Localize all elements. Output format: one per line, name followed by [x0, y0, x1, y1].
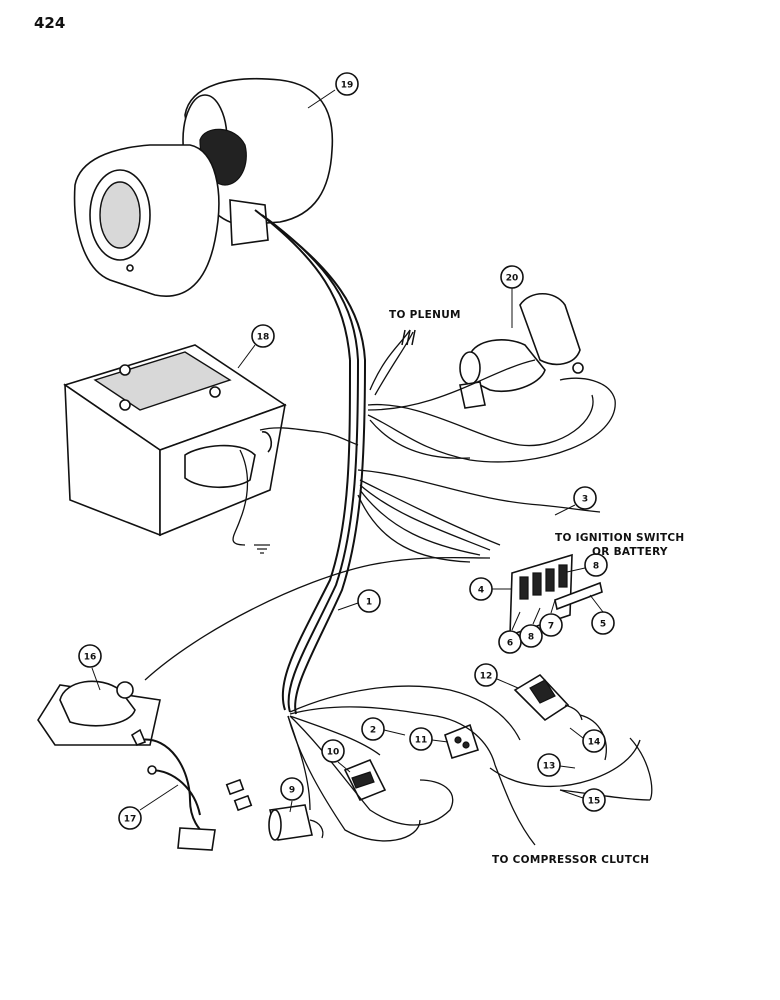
callout-14-label: 14 — [588, 738, 601, 748]
callout-8-top: 8 — [566, 553, 608, 577]
callout-3-label: 3 — [582, 495, 588, 505]
capacitor — [268, 804, 324, 841]
callout-18: 18 — [237, 324, 275, 369]
callout-8-bottom-label: 8 — [528, 633, 534, 643]
callout-7: 7 — [539, 599, 563, 637]
callout-8-bottom: 8 — [519, 607, 543, 648]
plenum-ground-symbol — [401, 329, 416, 346]
page-number: 424 — [34, 14, 66, 32]
evaporator-unit — [63, 344, 287, 546]
callout-5: 5 — [589, 594, 615, 635]
callout-20-label: 20 — [506, 274, 519, 284]
callout-4: 4 — [469, 577, 512, 601]
callout-13-label: 13 — [543, 762, 556, 772]
switch — [444, 723, 480, 760]
callout-17-label: 17 — [124, 815, 137, 825]
callout-12-label: 12 — [480, 672, 493, 682]
callout-8-top-label: 8 — [593, 562, 599, 572]
callout-2: 2 — [361, 717, 406, 741]
callout-1: 1 — [337, 589, 381, 613]
callout-1-label: 1 — [366, 598, 372, 608]
blower-motor-assembly — [73, 77, 334, 297]
callout-17: 17 — [118, 784, 179, 830]
thermostat — [37, 680, 161, 746]
callout-3: 3 — [554, 486, 597, 516]
thermostat-switch — [513, 673, 583, 722]
note-to-ignition-line2: OR BATTERY — [592, 546, 668, 558]
callout-11: 11 — [409, 727, 449, 751]
callout-19: 19 — [307, 72, 359, 109]
callout-9: 9 — [280, 777, 304, 813]
callout-20: 20 — [500, 265, 524, 328]
resistor-assembly — [459, 292, 584, 409]
note-to-plenum: TO PLENUM — [389, 309, 461, 321]
callout-5-label: 5 — [600, 620, 606, 630]
callout-4-label: 4 — [478, 586, 484, 596]
callout-18-label: 18 — [257, 333, 270, 343]
callout-6-label: 6 — [507, 639, 513, 649]
callout-15-label: 15 — [588, 797, 601, 807]
callout-14: 14 — [569, 727, 606, 753]
note-to-ignition-line1: TO IGNITION SWITCH — [555, 532, 685, 544]
callout-13: 13 — [537, 753, 576, 777]
loose-connectors — [225, 778, 253, 812]
callout-2-label: 2 — [370, 726, 376, 736]
ground-symbol — [254, 544, 270, 554]
main-wiring-harness — [144, 209, 653, 846]
callout-16-label: 16 — [84, 653, 97, 663]
relay — [343, 758, 387, 802]
callout-10-label: 10 — [327, 748, 340, 758]
callout-7-label: 7 — [548, 622, 554, 632]
callout-19-label: 19 — [341, 81, 354, 91]
harness-pigtail — [130, 728, 216, 851]
callout-9-label: 9 — [289, 786, 295, 796]
note-to-compressor-clutch: TO COMPRESSOR CLUTCH — [492, 854, 650, 866]
callout-11-label: 11 — [415, 736, 428, 746]
callout-12: 12 — [474, 663, 519, 689]
callout-16: 16 — [78, 644, 102, 691]
callout-15: 15 — [559, 788, 606, 812]
callout-10: 10 — [321, 739, 351, 773]
